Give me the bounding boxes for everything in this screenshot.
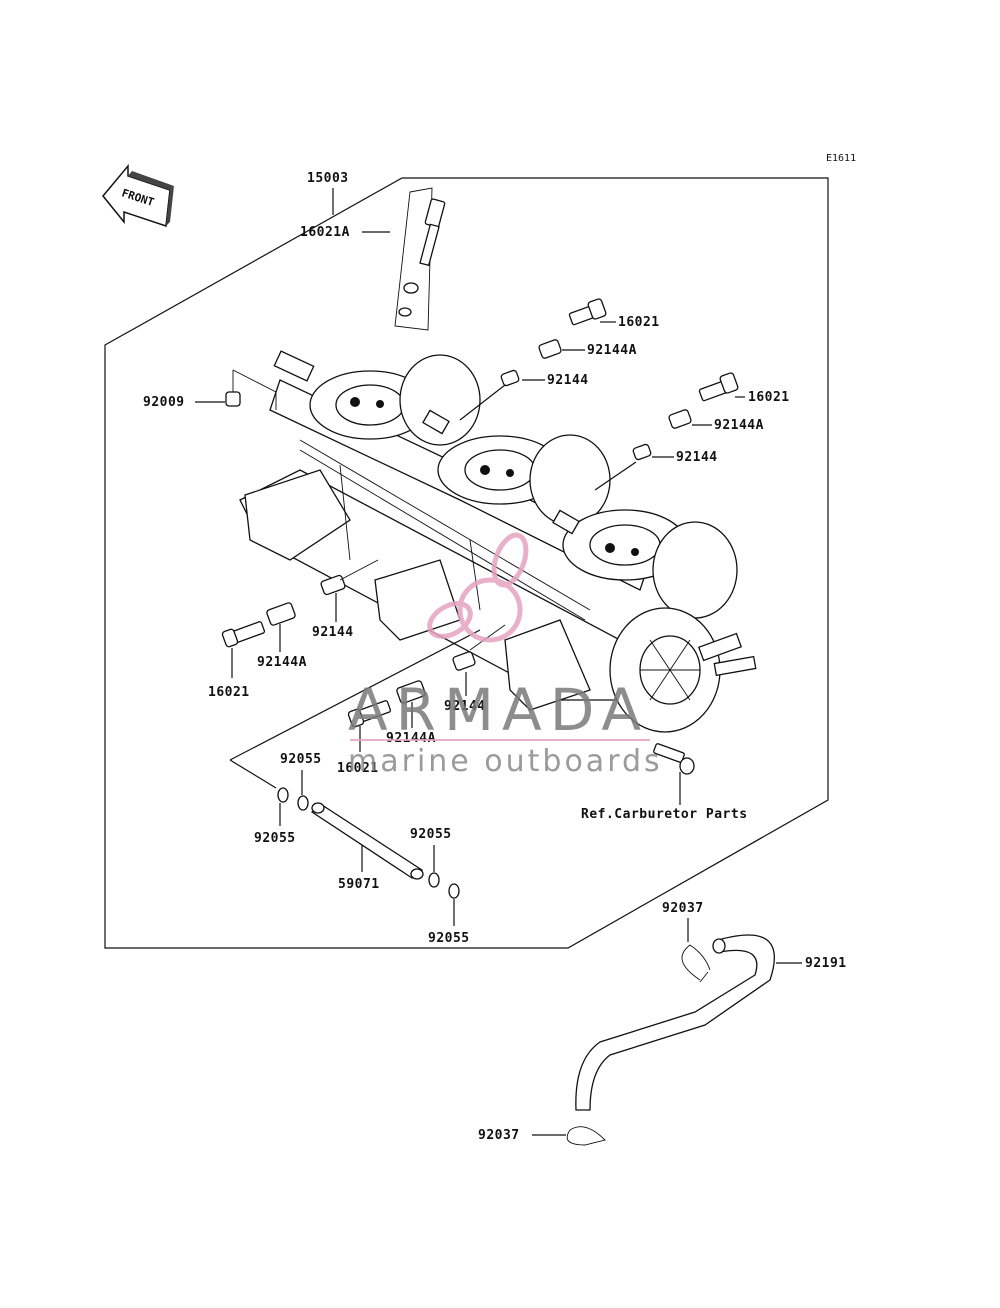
callout-92144A-upper-1: 92144A: [587, 343, 637, 358]
callout-92144-upper-2: 92144: [676, 450, 718, 465]
left-adjusters: [221, 559, 379, 648]
callout-92055-3: 92055: [410, 827, 452, 842]
callout-92055-4: 92055: [428, 931, 470, 946]
pipe-59071: [229, 629, 481, 880]
callout-16021-upper-1: 16021: [618, 315, 660, 330]
watermark: ARMADA marine outboards: [348, 532, 663, 779]
callout-16021-upper-2: 16021: [748, 390, 790, 405]
upper-adjusters-1: [500, 298, 607, 387]
center-adjusters: [347, 624, 506, 728]
callout-16021-left: 16021: [208, 685, 250, 700]
ref-carburetor-bolt: [653, 743, 695, 775]
callout-92055-1: 92055: [280, 752, 322, 767]
callout-92055-2: 92055: [254, 831, 296, 846]
callout-92144-center: 92144: [444, 699, 486, 714]
callout-92009: 92009: [143, 395, 185, 410]
watermark-brand: ARMADA: [348, 676, 649, 744]
upper-adjusters-2: [632, 372, 739, 461]
hose-92191: [575, 934, 775, 1111]
callout-92144A-left: 92144A: [257, 655, 307, 670]
callout-ref-carburetor: Ref.Carburetor Parts: [581, 807, 748, 822]
callout-16021A: 16021A: [300, 225, 350, 240]
diagram-code: E1611: [826, 153, 856, 164]
callout-16021-center: 16021: [337, 761, 379, 776]
front-arrow-icon: FRONT: [102, 163, 174, 228]
orings: [277, 787, 460, 899]
watermark-logo-icon: [427, 532, 529, 643]
callout-92144-upper-1: 92144: [547, 373, 589, 388]
callout-15003: 15003: [307, 171, 349, 186]
cap-92009: [225, 369, 277, 410]
callout-92037-bottom: 92037: [478, 1128, 520, 1143]
carburetor-bank: [239, 350, 757, 733]
callout-59071: 59071: [338, 877, 380, 892]
callout-92144A-center: 92144A: [386, 731, 436, 746]
callout-92037-top: 92037: [662, 901, 704, 916]
assembly-outline: [104, 177, 829, 949]
callout-92144A-upper-2: 92144A: [714, 418, 764, 433]
callout-92144-left: 92144: [312, 625, 354, 640]
clamp-top: [681, 944, 711, 983]
clamp-bottom: [566, 1126, 606, 1146]
callout-92191: 92191: [805, 956, 847, 971]
watermark-tagline: marine outboards: [348, 744, 663, 779]
top-screw-assembly: [394, 187, 446, 331]
